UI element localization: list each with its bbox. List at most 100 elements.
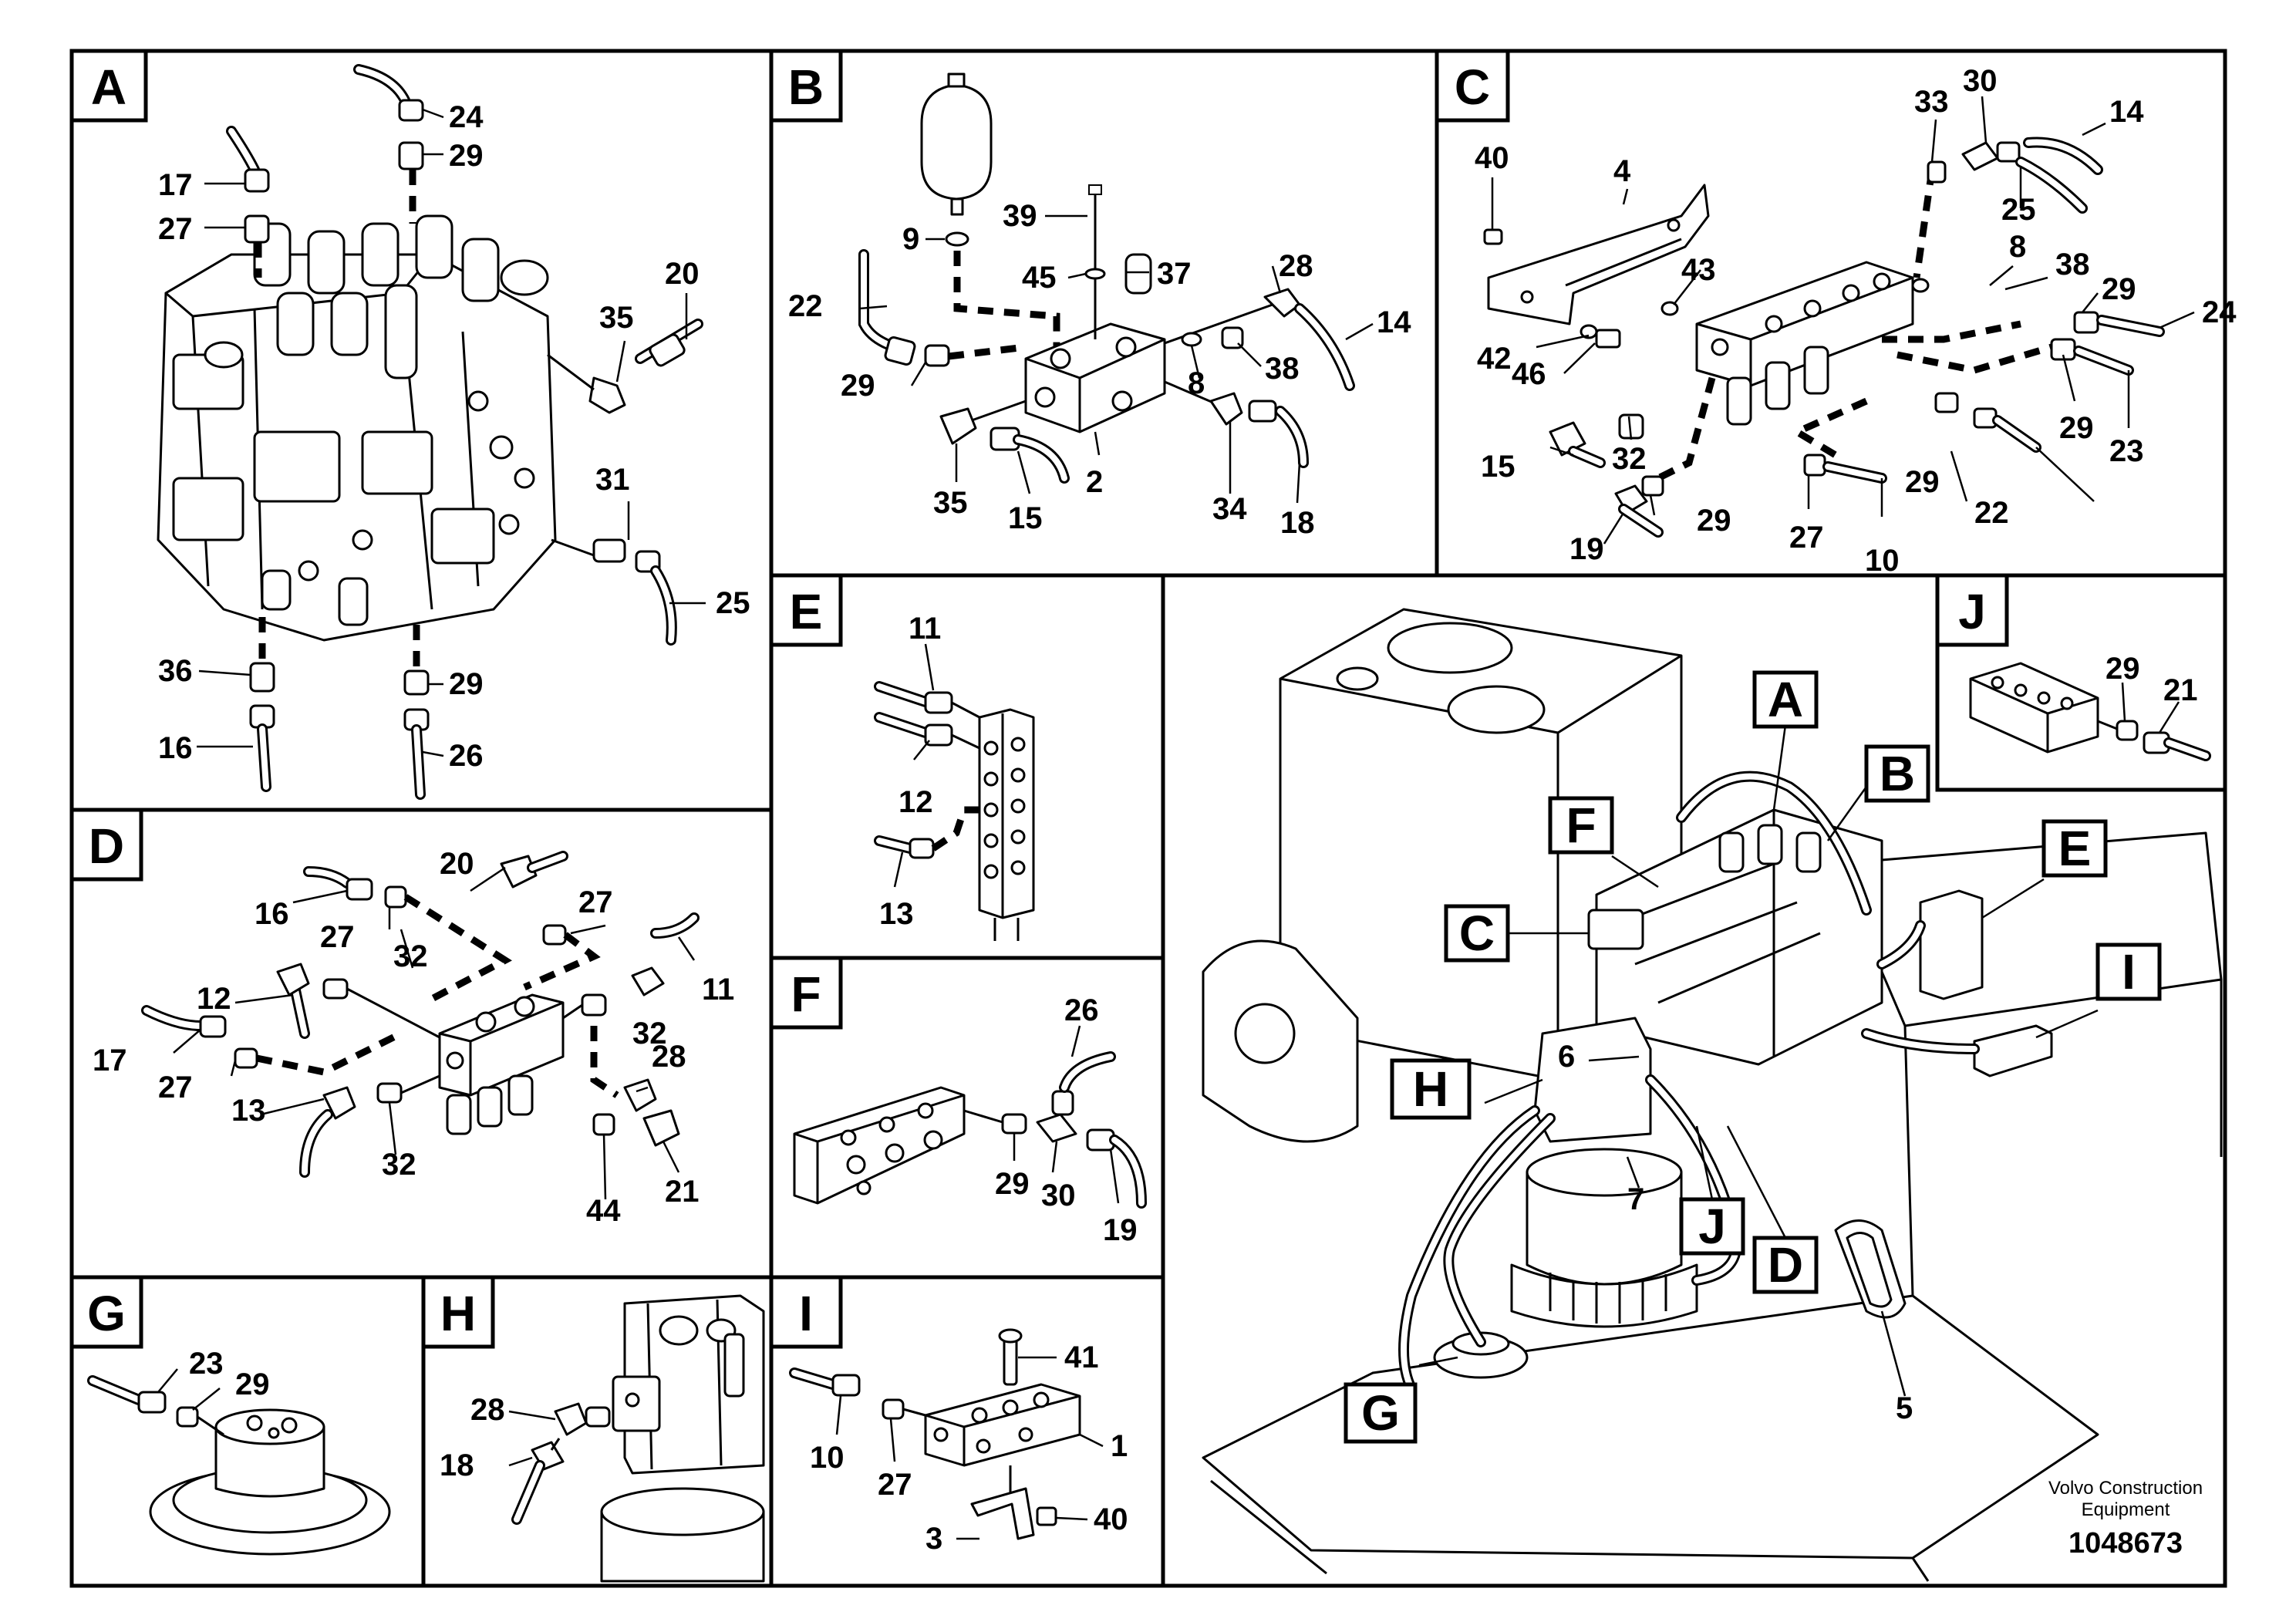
panel-c-tag-label: C	[1455, 59, 1490, 115]
main-control-valve	[157, 214, 557, 642]
callout-b-8: 29	[841, 369, 875, 403]
swivel-joint	[214, 1425, 325, 1498]
callout-c-3: 33	[1914, 85, 1949, 119]
panel-c: C	[1435, 49, 2237, 578]
callout-b-14: 34	[1212, 492, 1247, 526]
overview-tag-b-label: B	[1880, 746, 1915, 801]
callout-c-8: 38	[2055, 248, 2090, 282]
callout-a-11: 16	[158, 731, 193, 765]
callout-b-7: 14	[1377, 305, 1411, 339]
overview-tag-i-label: I	[2122, 944, 2136, 1000]
callout-c-16: 29	[2059, 411, 2094, 445]
callout-j-1: 29	[2106, 652, 2140, 686]
callout-a-10: 29	[449, 667, 484, 701]
brand-line-2: Equipment	[2082, 1499, 2170, 1520]
callout-d-5: 32	[393, 939, 428, 973]
manifold-block	[1024, 322, 1166, 433]
machine-overview: A B F E C I H J D G 6 7 5	[1202, 608, 2223, 1582]
callout-a-5: 20	[665, 257, 700, 291]
callout-b-11: 35	[933, 486, 968, 520]
callout-h-2: 18	[440, 1448, 474, 1482]
panel-h-tag	[421, 1275, 495, 1349]
callout-d-12: 13	[231, 1094, 266, 1128]
panel-e: E 11 12 13	[769, 573, 1035, 941]
panel-e-tag-label: E	[790, 584, 823, 639]
overview-tag-f-label: F	[1566, 798, 1596, 853]
overview-tag-h-label: H	[1413, 1061, 1448, 1117]
callout-a-1: 17	[158, 168, 193, 202]
callout-b-10: 38	[1265, 352, 1300, 386]
callout-a-8: 25	[716, 586, 750, 620]
callout-c-6: 25	[2001, 193, 2036, 227]
panel-i-tag	[769, 1275, 843, 1349]
overview-tag-i	[2095, 943, 2162, 1001]
callout-c-21: 29	[1697, 504, 1731, 538]
callout-d-7: 12	[197, 982, 231, 1016]
callout-c-15: 32	[1612, 442, 1647, 476]
overview-tag-e	[2041, 819, 2108, 878]
panel-b-frame	[769, 49, 1439, 578]
upper-frame	[1202, 1294, 2099, 1560]
callout-i-5: 3	[925, 1522, 942, 1556]
side-deck	[1834, 831, 2223, 1027]
overview-tag-b	[1864, 744, 1930, 803]
callout-c-1: 40	[1475, 141, 1509, 175]
callout-c-22: 27	[1789, 521, 1824, 555]
callout-d-15: 21	[665, 1175, 700, 1209]
panel-f-tag	[769, 956, 843, 1030]
callout-c-19: 22	[1974, 496, 2009, 530]
callout-b-5: 22	[788, 289, 823, 323]
overview-callout-7: 7	[1627, 1182, 1644, 1216]
callout-a-2: 27	[158, 212, 193, 246]
callout-j-2: 21	[2163, 673, 2198, 707]
callout-b-15: 18	[1280, 506, 1315, 540]
overview-tag-g-label: G	[1361, 1385, 1400, 1441]
overview-tag-g	[1344, 1382, 1418, 1444]
callout-h-1: 28	[470, 1393, 505, 1427]
panel-i-tag-label: I	[799, 1286, 813, 1341]
callout-b-13: 2	[1086, 465, 1103, 499]
callout-d-8: 17	[93, 1044, 127, 1077]
overview-callout-5: 5	[1896, 1391, 1913, 1425]
callout-e-1: 11	[909, 612, 941, 646]
panel-h-tag-label: H	[440, 1286, 476, 1341]
callout-c-23: 10	[1865, 544, 1900, 578]
footer: Volvo Construction Equipment 1048673	[2048, 1478, 2203, 1560]
panel-j: J 29 21	[1935, 573, 2211, 761]
callout-a-9: 36	[158, 654, 193, 688]
overview-tag-a	[1752, 670, 1819, 729]
panel-g-tag-label: G	[87, 1286, 126, 1341]
panel-g-tag	[69, 1275, 143, 1349]
callout-b-3: 45	[1022, 261, 1057, 295]
callout-c-7: 8	[2009, 230, 2026, 264]
overview-tag-c-label: C	[1459, 905, 1495, 961]
callout-b-1: 9	[902, 222, 919, 256]
accumulator	[920, 83, 993, 201]
callout-i-1: 41	[1064, 1340, 1099, 1374]
overview-tag-h	[1390, 1058, 1472, 1120]
document-number: 1048673	[2068, 1527, 2183, 1560]
callout-a-4: 29	[449, 139, 484, 173]
callout-b-6: 28	[1279, 249, 1313, 283]
callout-f-2: 29	[995, 1167, 1030, 1201]
callout-c-20: 19	[1569, 532, 1604, 566]
panel-d-tag	[69, 808, 143, 882]
callout-d-13: 32	[382, 1148, 416, 1182]
callout-c-10: 29	[2102, 272, 2136, 306]
panel-h: H 28 18	[421, 1275, 765, 1583]
panel-a: A	[69, 49, 750, 800]
callout-e-2: 12	[899, 785, 933, 819]
panel-b: B	[769, 49, 1411, 540]
callout-c-17: 23	[2109, 434, 2144, 468]
callout-c-4: 30	[1963, 64, 1998, 98]
callout-a-12: 26	[449, 739, 484, 773]
panel-j-tag-label: J	[1958, 584, 1986, 639]
callout-f-3: 30	[1041, 1179, 1076, 1212]
panel-a-tag-label: A	[91, 59, 126, 115]
panel-f: F 26 29 30 19	[769, 956, 1147, 1247]
panel-j-frame	[1935, 573, 2227, 792]
callout-d-11: 27	[158, 1071, 193, 1104]
panel-b-tag	[769, 49, 843, 123]
callout-g-1: 23	[189, 1347, 224, 1381]
overview-tag-e-label: E	[2058, 821, 2092, 876]
